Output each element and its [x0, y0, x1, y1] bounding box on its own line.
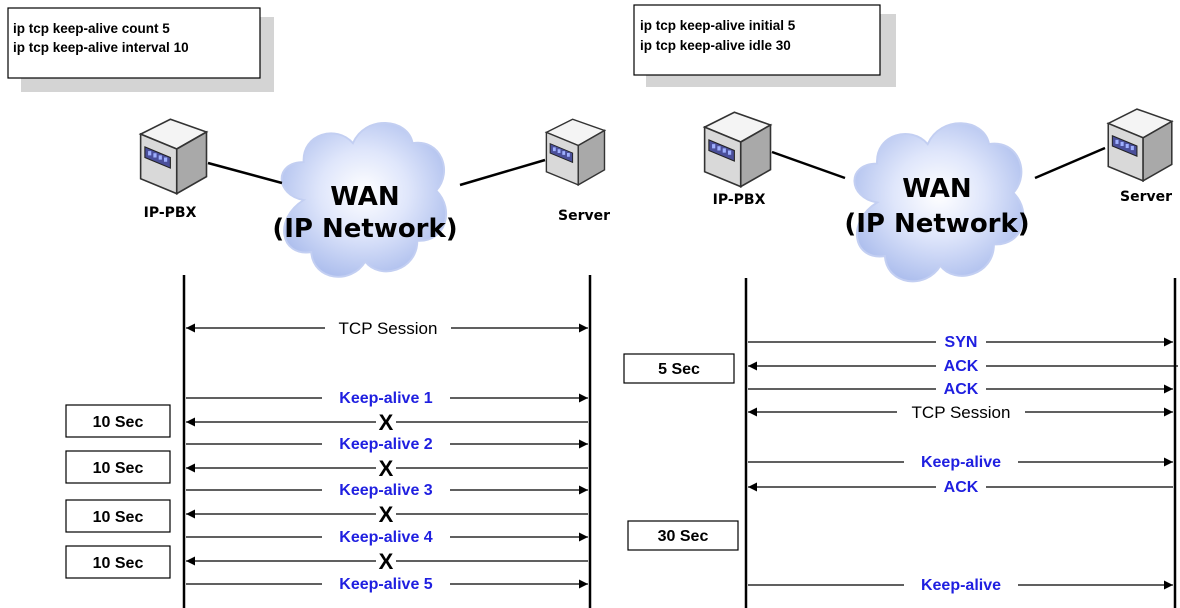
cloud-title: WAN [902, 174, 971, 204]
server-appliance-icon [1107, 108, 1173, 182]
keepalive-label: Keep-alive 5 [339, 576, 432, 593]
label-mask [322, 527, 450, 547]
label-mask [322, 574, 450, 594]
interval-label: 10 Sec [93, 414, 144, 431]
fail-mark: X [379, 502, 394, 527]
label-mask [376, 412, 396, 432]
label-mask [376, 458, 396, 478]
link-line [459, 158, 546, 187]
interval-label: 10 Sec [93, 555, 144, 572]
config-box [7, 7, 261, 79]
keepalive-label: Keep-alive [921, 454, 1001, 471]
cloud-subtitle: (IP Network) [272, 214, 457, 244]
fail-mark: X [379, 410, 394, 435]
interval-box [623, 353, 735, 384]
right-diagram: ip tcp keep-alive initial 5 ip tcp keep-… [623, 4, 1178, 608]
keepalive-label: Keep-alive 4 [339, 529, 432, 546]
link-line [1034, 146, 1106, 180]
keepalive-label: Keep-alive 3 [339, 482, 432, 499]
interval-box [65, 450, 171, 484]
label-mask [325, 318, 451, 338]
server-appliance-icon [139, 118, 208, 195]
label-mask [936, 356, 986, 376]
interval-box [627, 520, 739, 551]
label-mask [936, 332, 986, 352]
handshake-label: SYN [945, 334, 978, 351]
config-line: ip tcp keep-alive initial 5 [640, 18, 796, 33]
label-mask [904, 575, 1018, 595]
handshake-label: ACK [944, 358, 979, 375]
config-line: ip tcp keep-alive count 5 [13, 21, 170, 36]
handshake-label: ACK [944, 381, 979, 398]
cloud-subtitle: (IP Network) [844, 209, 1029, 239]
label-mask [322, 480, 450, 500]
pbx-label: IP-PBX [144, 205, 197, 221]
server-appliance-icon [545, 118, 606, 186]
label-mask [376, 551, 396, 571]
server-appliance-icon [703, 111, 772, 188]
label-mask [936, 379, 986, 399]
keepalive-label: Keep-alive 2 [339, 436, 432, 453]
server-label: Server [1120, 189, 1172, 205]
session-label: TCP Session [912, 403, 1011, 422]
interval-label: 5 Sec [658, 361, 700, 378]
label-mask [936, 477, 986, 497]
fail-mark: X [379, 456, 394, 481]
keepalive-label: Keep-alive 1 [339, 390, 432, 407]
interval-box [65, 499, 171, 533]
label-mask [376, 504, 396, 524]
config-line: ip tcp keep-alive interval 10 [13, 40, 189, 55]
cloud-title: WAN [330, 182, 399, 212]
label-mask [322, 388, 450, 408]
pbx-label: IP-PBX [713, 192, 766, 208]
interval-box [65, 404, 171, 438]
label-mask [904, 452, 1018, 472]
link-line [771, 150, 846, 180]
label-mask [897, 402, 1025, 422]
label-mask [322, 434, 450, 454]
server-label: Server [558, 208, 610, 224]
keepalive-label: Keep-alive [921, 577, 1001, 594]
interval-box [65, 545, 171, 579]
config-box [633, 4, 881, 76]
session-label: TCP Session [339, 319, 438, 338]
interval-label: 30 Sec [658, 528, 709, 545]
fail-mark: X [379, 549, 394, 574]
ack-label: ACK [944, 479, 979, 496]
left-diagram: ip tcp keep-alive count 5 ip tcp keep-al… [7, 7, 610, 608]
link-line [207, 161, 283, 185]
interval-label: 10 Sec [93, 460, 144, 477]
interval-label: 10 Sec [93, 509, 144, 526]
config-line: ip tcp keep-alive idle 30 [640, 38, 791, 53]
